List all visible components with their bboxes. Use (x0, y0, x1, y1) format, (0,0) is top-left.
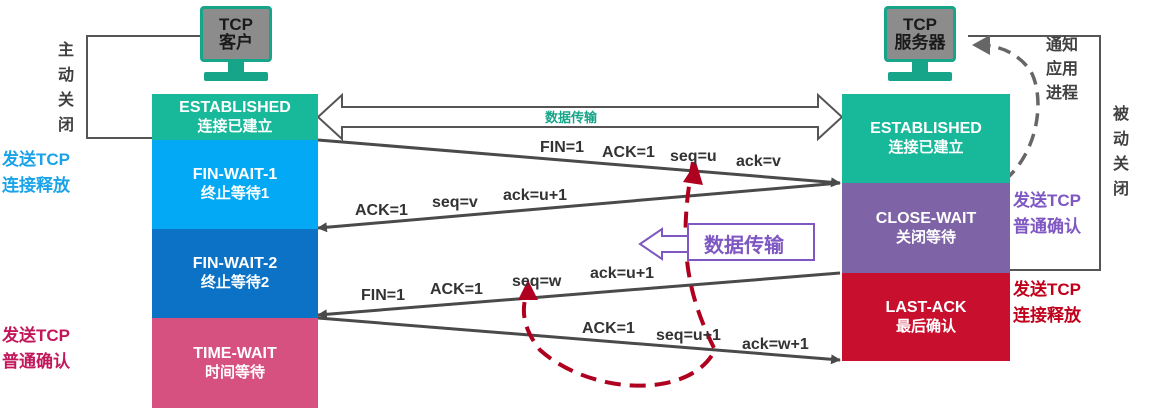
client-send-ack-line2: 普通确认 (2, 351, 70, 371)
server-state-last-ack-cn: 最后确认 (895, 317, 956, 335)
dashed-red-arrowhead-left (518, 280, 538, 300)
ack2-ack-num: ack=w+1 (742, 336, 809, 353)
server-send-ack-line1: 发送TCP (1013, 191, 1081, 210)
client-send-ack-line1: 发送TCP (2, 326, 70, 345)
ack2-ack-flag: ACK=1 (582, 320, 635, 337)
passive-close-label: 被动关闭 (1112, 106, 1129, 198)
server-state-close-wait-en: CLOSE-WAIT (875, 209, 977, 227)
client-send-fin-label: 发送TCP 连接释放 (2, 147, 70, 198)
client-state-fin-wait-1: FIN-WAIT-1 终止等待1 (152, 140, 318, 229)
client-name-line2: 客户 (219, 33, 253, 52)
server-send-fin-line1: 发送TCP (1013, 280, 1081, 299)
server-send-fin-label: 发送TCP 连接释放 (1013, 277, 1081, 328)
client-state-fin-wait-2-cn: 终止等待2 (200, 274, 270, 292)
client-send-fin-line2: 连接释放 (2, 175, 70, 195)
purple-data-arrow (638, 227, 689, 261)
dashed-red-timing-curve (521, 161, 718, 388)
fin2-arrow (317, 271, 841, 320)
active-close-bracket (86, 35, 205, 139)
client-monitor-base (204, 72, 268, 81)
client-send-fin-line1: 发送TCP (2, 150, 70, 169)
dashed-red-arrowhead-top (683, 162, 703, 185)
client-state-fin-wait-2: FIN-WAIT-2 终止等待2 (152, 229, 318, 318)
client-state-time-wait-cn: 时间等待 (204, 363, 265, 381)
fin2-ack-num: ack=u+1 (590, 265, 655, 282)
data-transfer-mid-label: 数据传输 (704, 235, 784, 257)
client-state-time-wait: TIME-WAIT 时间等待 (152, 318, 318, 408)
server-send-fin-line2: 连接释放 (1013, 305, 1081, 325)
client-state-time-wait-en: TIME-WAIT (193, 344, 277, 362)
server-state-established-en: ESTABLISHED (870, 120, 982, 138)
ack2-arrow (317, 316, 841, 365)
client-send-ack-label: 发送TCP 普通确认 (2, 323, 70, 374)
passive-close-bracket (968, 35, 1101, 271)
client-state-fin-wait-2-en: FIN-WAIT-2 (192, 255, 278, 273)
server-send-ack-line2: 普通确认 (1013, 216, 1081, 236)
server-computer-icon: TCP 服务器 (884, 6, 956, 62)
fin2-seq: seq=w (512, 273, 562, 290)
server-monitor-base (888, 72, 952, 81)
server-state-close-wait-cn: 关闭等待 (895, 228, 956, 246)
client-monitor-neck (228, 62, 244, 72)
server-send-ack-label: 发送TCP 普通确认 (1013, 188, 1081, 239)
fin1-fin-flag: FIN=1 (540, 139, 585, 156)
client-computer-icon: TCP 客户 (200, 6, 272, 62)
fin2-fin-flag: FIN=1 (361, 287, 406, 304)
fin1-ack-num: ack=v (736, 153, 781, 170)
server-state-last-ack: LAST-ACK 最后确认 (842, 273, 1010, 361)
dashed-gray-arrowhead (972, 35, 990, 55)
ack1-arrow (317, 181, 841, 233)
active-close-label: 主动关闭 (57, 42, 74, 134)
fin1-arrow (317, 138, 841, 188)
fin1-seq: seq=u (670, 148, 717, 165)
dashed-gray-notify-curve (977, 43, 1040, 182)
client-state-established: ESTABLISHED 连接已建立 (152, 94, 318, 140)
server-state-last-ack-en: LAST-ACK (885, 298, 967, 316)
server-monitor-neck (912, 62, 928, 72)
client-state-fin-wait-1-en: FIN-WAIT-1 (192, 166, 278, 184)
client-state-established-cn: 连接已建立 (197, 117, 273, 135)
purple-data-box (687, 223, 815, 261)
ack2-seq: seq=u+1 (656, 327, 721, 344)
ack1-seq: seq=v (432, 194, 478, 211)
server-state-established-cn: 连接已建立 (888, 139, 964, 157)
client-state-fin-wait-1-cn: 终止等待1 (200, 185, 270, 203)
server-state-established: ESTABLISHED 连接已建立 (842, 94, 1010, 183)
client-state-established-en: ESTABLISHED (179, 98, 291, 116)
fin2-ack-flag: ACK=1 (430, 281, 483, 298)
data-transfer-top-label: 数据传输 (545, 110, 598, 125)
notify-app-label: 通知应用进程 (1045, 37, 1078, 102)
client-name-line1: TCP (219, 15, 253, 35)
server-state-close-wait: CLOSE-WAIT 关闭等待 (842, 183, 1010, 273)
ack1-ack-num: ack=u+1 (503, 187, 568, 204)
server-name-line1: TCP (903, 15, 937, 35)
server-name-line2: 服务器 (894, 33, 946, 52)
fin1-ack-flag: ACK=1 (602, 144, 655, 161)
ack1-ack-flag: ACK=1 (355, 202, 408, 219)
